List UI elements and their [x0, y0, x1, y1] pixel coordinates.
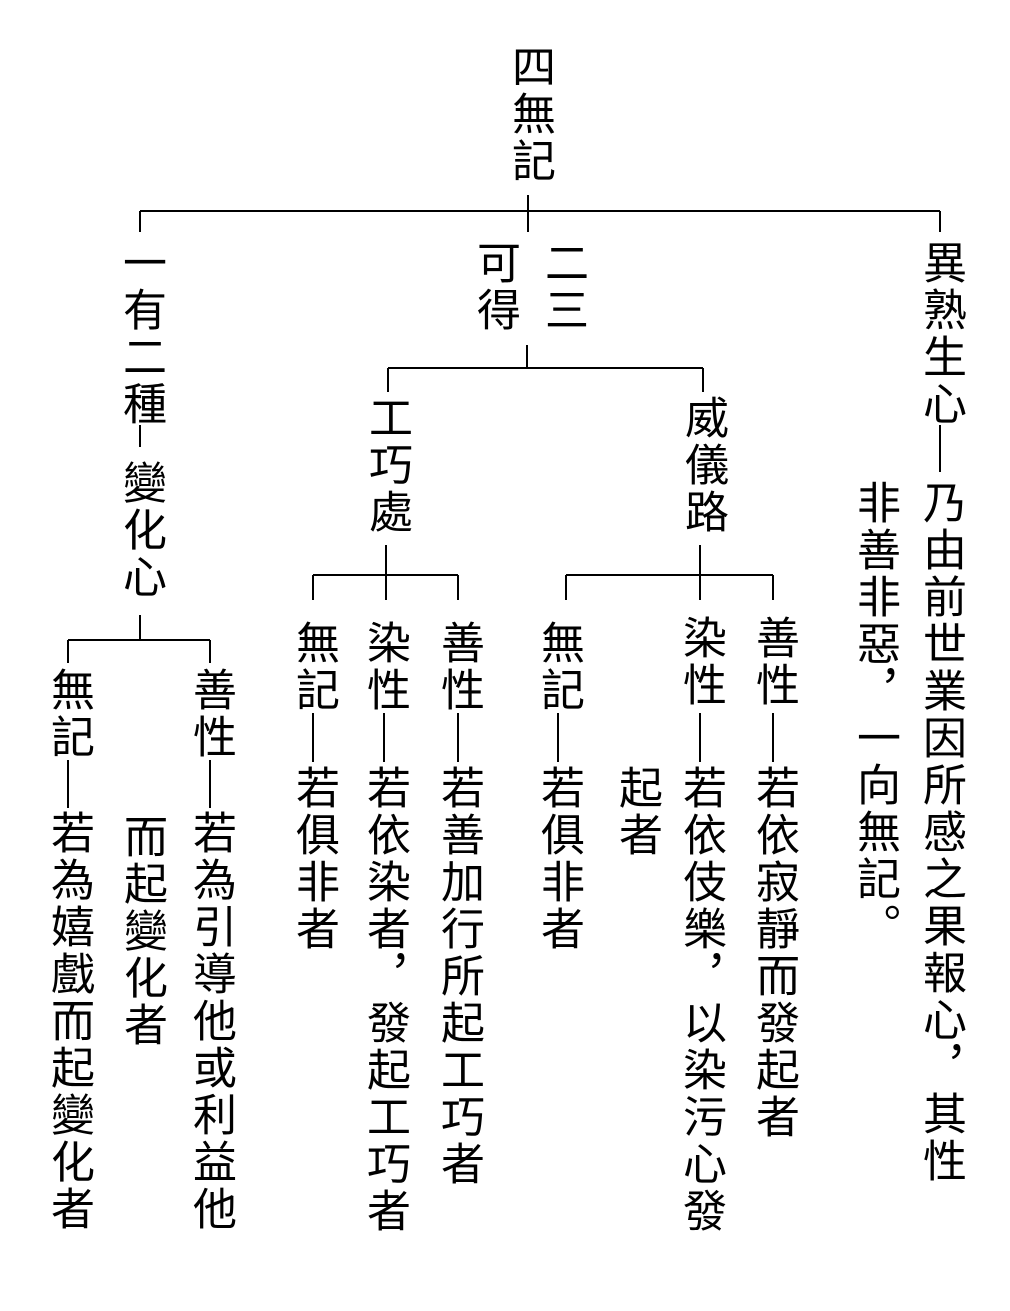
- deport-good-desc: 若依寂靜而發起者: [748, 765, 799, 1141]
- deport-label: 威儀路: [677, 395, 728, 536]
- craft-defiled-label: 染性: [359, 620, 410, 714]
- craft-label: 工巧處: [361, 395, 412, 536]
- b1-good-desc-cont: 而起變化者: [116, 814, 167, 1049]
- root-node: 四無記: [504, 44, 555, 185]
- craft-neutral-label: 無記: [288, 620, 339, 714]
- deport-good-label: 善性: [748, 615, 799, 709]
- craft-good-label: 善性: [433, 620, 484, 714]
- b1-neutral-label: 無記: [43, 667, 94, 761]
- deport-neutral-label: 無記: [533, 620, 584, 714]
- craft-good-desc: 若善加行所起工巧者: [433, 765, 484, 1188]
- branch2-number: 二三: [537, 240, 588, 334]
- deport-defiled-desc-cont: 起者: [611, 765, 662, 859]
- branch2-label: 可得: [469, 240, 520, 334]
- craft-defiled-desc: 若依染者，發起工巧者: [359, 765, 410, 1235]
- deport-defiled-desc: 若依伎樂，以染污心發: [675, 765, 726, 1235]
- b1-neutral-desc: 若為嬉戲而起變化者: [43, 810, 94, 1233]
- branch1-label: 一有二種: [115, 240, 166, 428]
- b1-good-label: 善性: [185, 667, 236, 761]
- branch1-child: 變化心: [115, 460, 166, 601]
- branch4-desc-cont: 非善非惡，一向無記。: [849, 480, 900, 950]
- branch4-label: 異熟生心: [915, 240, 966, 428]
- branch4-desc: 乃由前世業因所感之果報心，其性: [915, 480, 966, 1185]
- deport-neutral-desc: 若俱非者: [533, 765, 584, 953]
- deport-defiled-label: 染性: [675, 615, 726, 709]
- b1-good-desc: 若為引導他或利益他: [185, 810, 236, 1233]
- craft-neutral-desc: 若俱非者: [288, 765, 339, 953]
